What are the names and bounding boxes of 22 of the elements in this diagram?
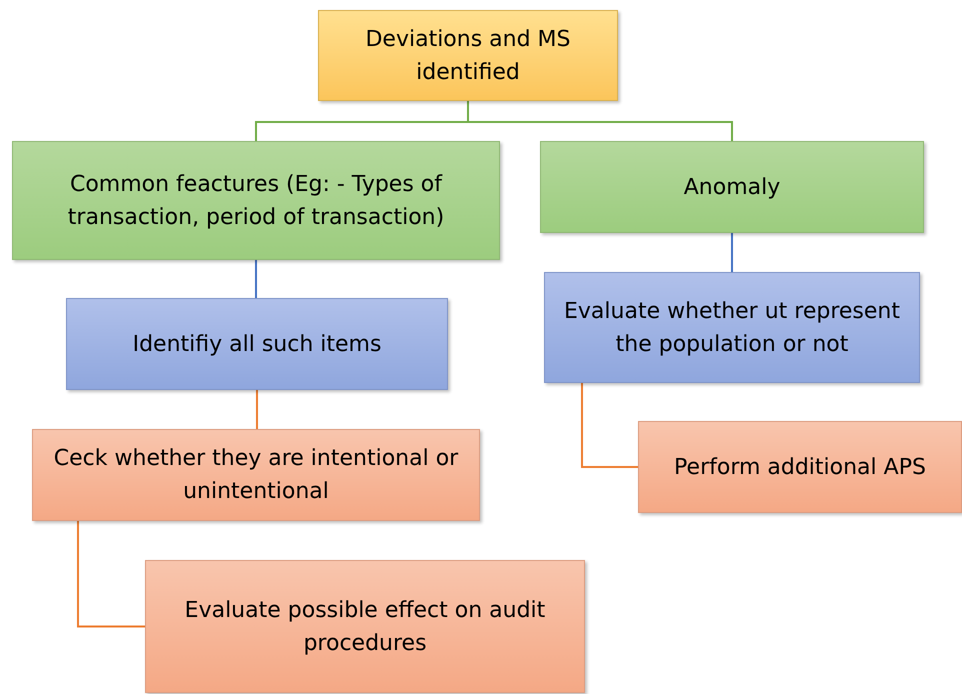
connector-line: [731, 233, 733, 272]
process-box: [32, 429, 480, 521]
box-text: Ceck whether they are intentional or unintentional: [52, 445, 460, 506]
connector-line: [467, 101, 733, 141]
box-text: Common feactures (Eg: - Types of transaction, period of transaction): [66, 170, 446, 232]
box-text: Evaluate whether ut represent the population or not: [563, 298, 901, 358]
process-box: [318, 10, 618, 101]
box-text: Deviations and MS identified: [364, 26, 572, 86]
process-box: [145, 560, 585, 693]
process-box: [638, 421, 962, 513]
box-text: Anomaly: [684, 174, 780, 202]
process-box: [12, 141, 500, 260]
process-box: [544, 272, 920, 383]
connector-line: [256, 390, 258, 429]
connector-line: [77, 521, 145, 628]
process-box: [66, 298, 448, 390]
connector-line: [581, 383, 638, 468]
process-box: [540, 141, 924, 233]
box-text: Evaluate possible effect on audit procedures: [184, 596, 546, 658]
connector-line: [255, 260, 257, 298]
box-text: Identifiy all such items: [132, 330, 382, 358]
box-text: Perform additional APS: [674, 454, 926, 482]
